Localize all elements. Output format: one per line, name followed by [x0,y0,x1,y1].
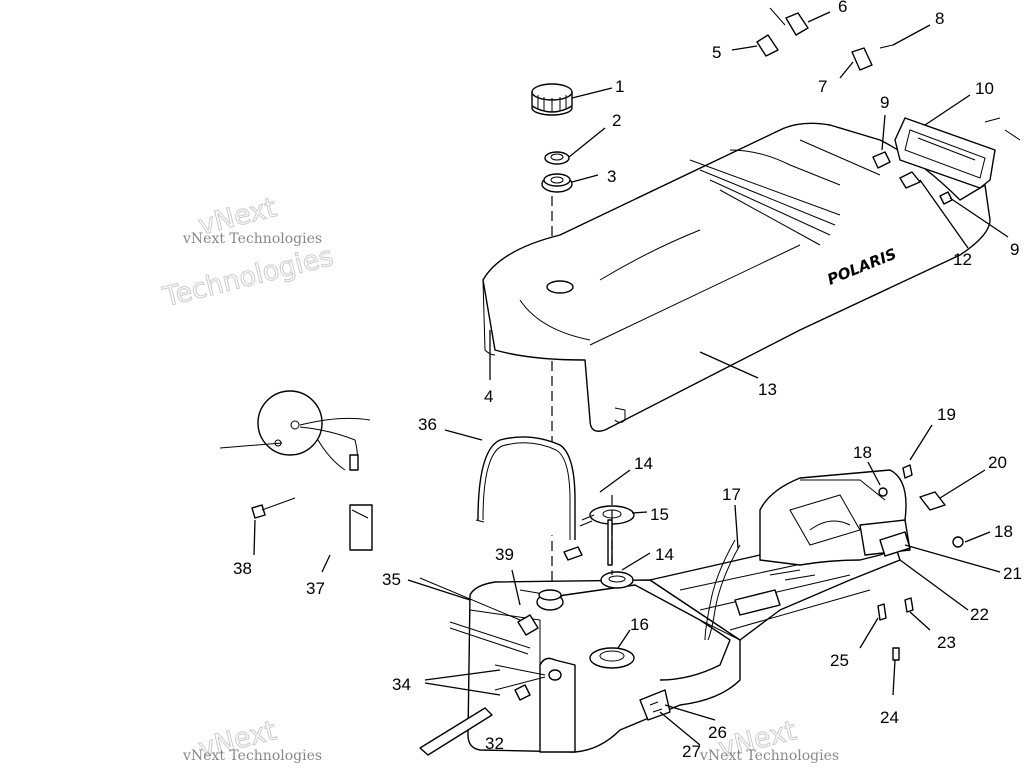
fuel-lines [563,539,741,641]
watermark-bottom-left: vNext vNext Technologies [182,715,322,765]
callout-23: 23 [937,633,956,652]
callout-37: 37 [306,579,325,598]
svg-text:vNext Technologies: vNext Technologies [182,748,322,764]
callout-6: 6 [838,0,847,16]
callout-2: 2 [612,111,621,130]
callout-20: 20 [988,453,1007,472]
callout-4: 4 [484,387,493,406]
taillight-housing [894,117,996,189]
callout-38: 38 [233,559,252,578]
hardware-fasteners [877,464,964,661]
seat-grommet [541,173,573,193]
fuel-tank [467,571,741,753]
callout-26: 26 [708,723,727,742]
callout-1: 1 [615,77,624,96]
svg-text:vNext Technologies: vNext Technologies [699,748,839,764]
callout-35: 35 [382,570,401,589]
callout-18-top: 18 [853,443,872,462]
vent-tube [475,436,576,540]
callout-3: 3 [607,167,616,186]
taillight-bulbs [872,151,953,205]
callout-16: 16 [630,615,649,634]
svg-text:vNext Technologies: vNext Technologies [182,231,322,247]
callout-27: 27 [682,742,701,761]
callout-25: 25 [830,651,849,670]
callout-34: 34 [392,675,411,694]
fuel-sending-unit [579,495,635,575]
svg-text:Technologies: Technologies [160,241,337,313]
fuel-cap [531,83,573,116]
callout-19: 19 [937,405,956,424]
callout-5: 5 [712,43,721,62]
callout-14-bottom: 14 [655,545,674,564]
callout-8: 8 [935,9,944,28]
callout-18-right: 18 [994,522,1013,541]
callout-15: 15 [650,505,669,524]
throttle-cables [419,577,546,756]
callout-10: 10 [975,79,994,98]
callout-17: 17 [722,485,741,504]
callout-14-top: 14 [634,454,653,473]
callout-9-right: 9 [1010,240,1019,259]
callout-39: 39 [495,545,514,564]
callout-21: 21 [1003,564,1022,583]
mounting-plates [756,7,1021,141]
callout-13: 13 [758,380,777,399]
callout-12: 12 [953,250,972,269]
fuel-gauge [219,390,373,551]
callout-32: 32 [485,734,504,753]
watermark-left: vNext vNext Technologies Technologies [159,192,337,314]
callout-7: 7 [818,77,827,96]
cap-gasket [544,151,570,165]
callout-36: 36 [418,415,437,434]
callout-24: 24 [880,708,899,727]
seat-support [759,469,911,566]
callout-labels: 1 2 3 4 5 6 7 8 9 9 10 12 13 14 14 15 16… [233,0,1022,761]
leader-lines [253,11,1009,746]
callout-9-top: 9 [880,93,889,112]
seat: POLARIS [482,122,991,432]
callout-22: 22 [970,605,989,624]
